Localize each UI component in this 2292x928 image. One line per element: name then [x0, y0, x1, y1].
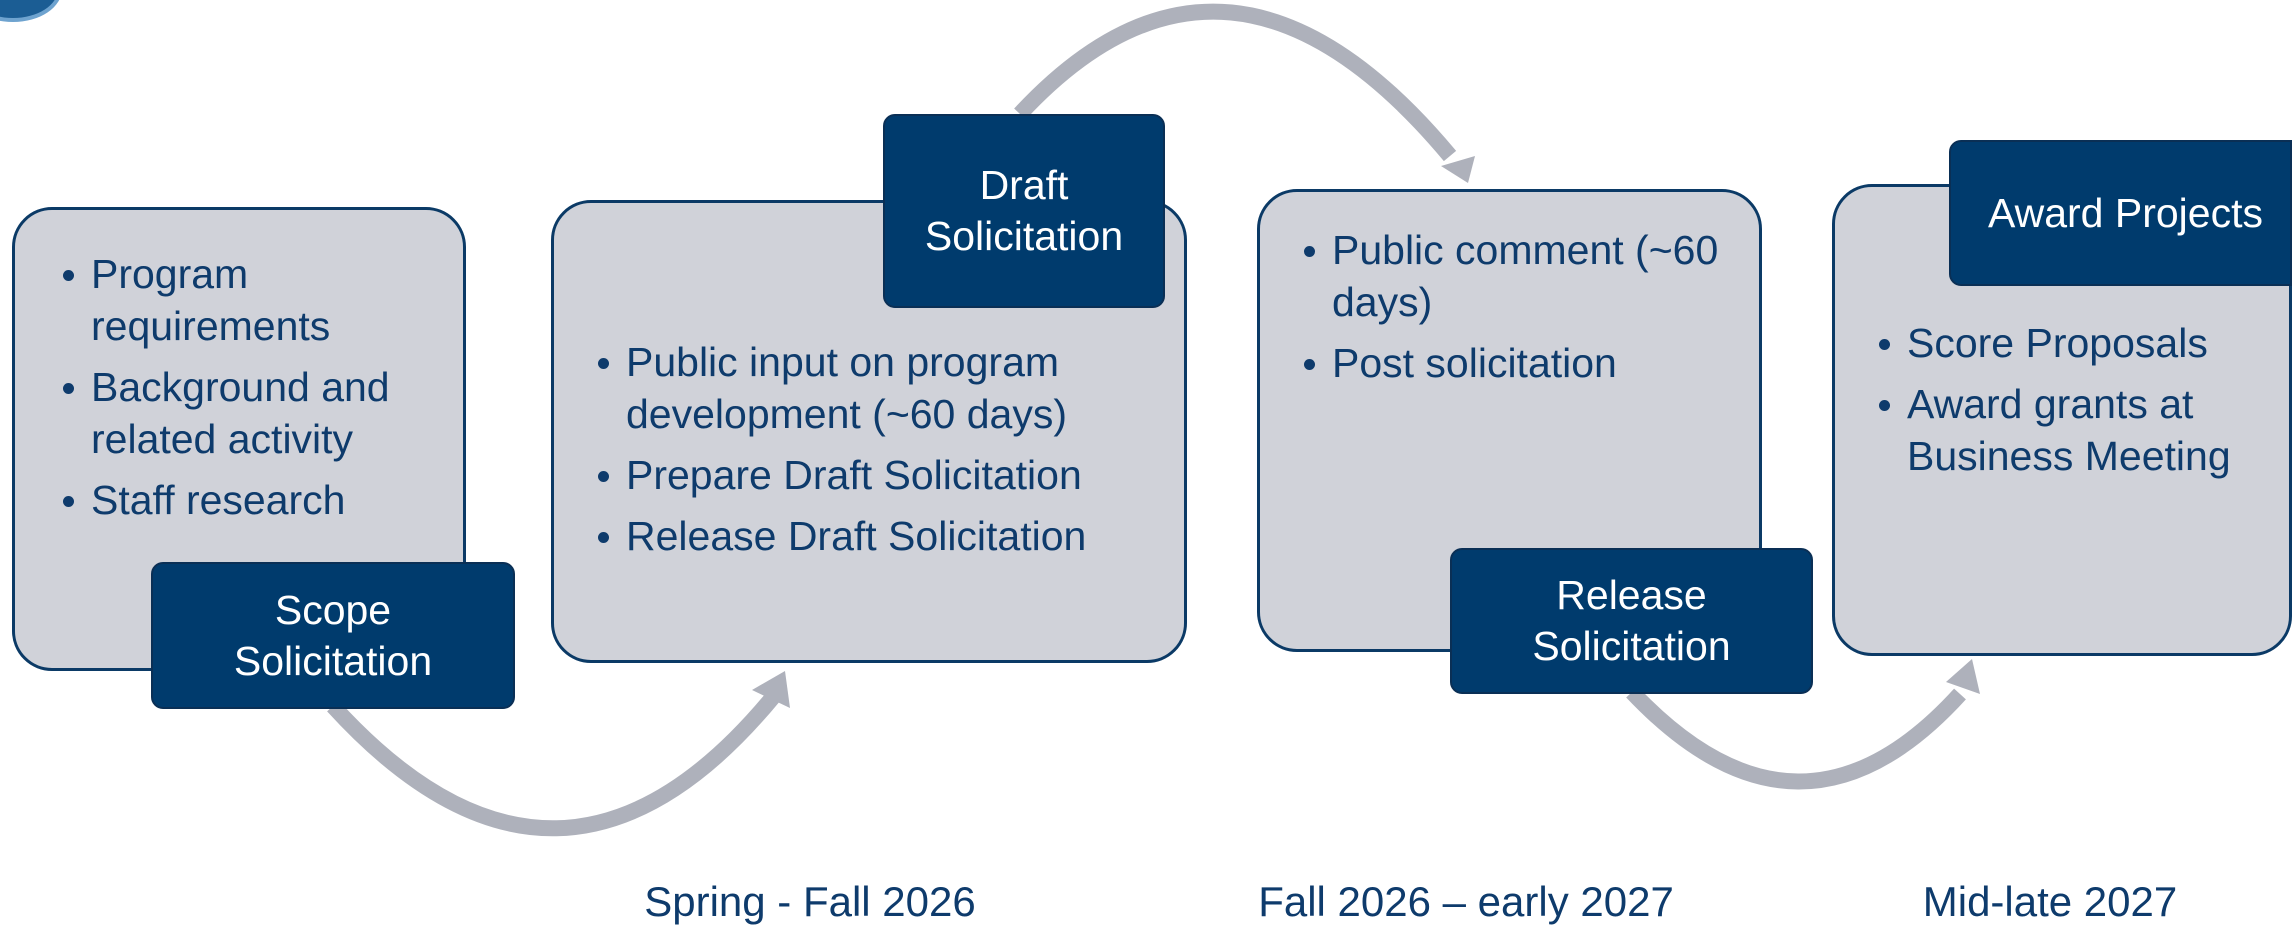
- release-bullet-list: Public comment (~60 days) Post solicitat…: [1298, 224, 1728, 398]
- scope-bullet-list: Program requirements Background and rela…: [57, 248, 457, 535]
- stage-tag-release: Release Solicitation: [1450, 548, 1813, 694]
- bullet-item: Award grants at Business Meeting: [1873, 378, 2283, 482]
- draft-bullet-list: Public input on program development (~60…: [592, 336, 1182, 571]
- bullet-item: Public comment (~60 days): [1298, 224, 1728, 328]
- bullet-item: Prepare Draft Solicitation: [592, 449, 1182, 501]
- stage-tag-scope: Scope Solicitation: [151, 562, 515, 709]
- bullet-item: Public input on program development (~60…: [592, 336, 1182, 440]
- bullet-item: Score Proposals: [1873, 317, 2283, 369]
- period-label-release: Fall 2026 – early 2027: [1258, 878, 1674, 925]
- bullet-item: Background and related activity: [57, 361, 457, 465]
- stage-tag-award: Award Projects: [1949, 140, 2292, 286]
- period-label-draft: Spring - Fall 2026: [644, 878, 976, 925]
- bullet-item: Post solicitation: [1298, 337, 1728, 389]
- bullet-item: Release Draft Solicitation: [592, 510, 1182, 562]
- flow-arrow-draft-to-release: [1014, 3, 1475, 183]
- bullet-item: Staff research: [57, 474, 457, 526]
- period-label-award: Mid-late 2027: [1922, 878, 2178, 925]
- stage-tag-draft: Draft Solicitation: [883, 114, 1165, 308]
- bullet-item: Program requirements: [57, 248, 457, 352]
- award-bullet-list: Score Proposals Award grants at Business…: [1873, 317, 2283, 491]
- flow-arrow-scope-to-draft: [327, 671, 790, 837]
- flow-arrow-release-to-award: [1626, 659, 1980, 790]
